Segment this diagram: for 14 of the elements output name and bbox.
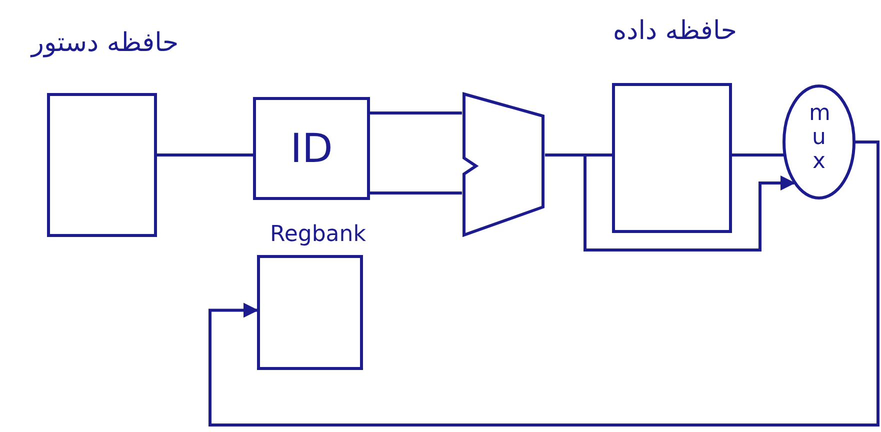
connector-line: [370, 192, 462, 194]
block-label: ID: [289, 126, 334, 172]
connector-line: [370, 112, 462, 114]
alu-symbol: [462, 92, 545, 237]
block-heading: حافظه دستور: [29, 28, 180, 58]
mux-ellipse: [782, 84, 856, 200]
block-heading: Regbank: [269, 222, 367, 247]
mux-label: mux: [809, 102, 829, 175]
connector-line: [732, 154, 784, 156]
arrow: [545, 154, 796, 252]
arrow: [208, 140, 880, 426]
decoder-box: [253, 97, 370, 200]
connector-line: [157, 154, 253, 156]
block-heading: حافظه داده: [612, 16, 738, 46]
